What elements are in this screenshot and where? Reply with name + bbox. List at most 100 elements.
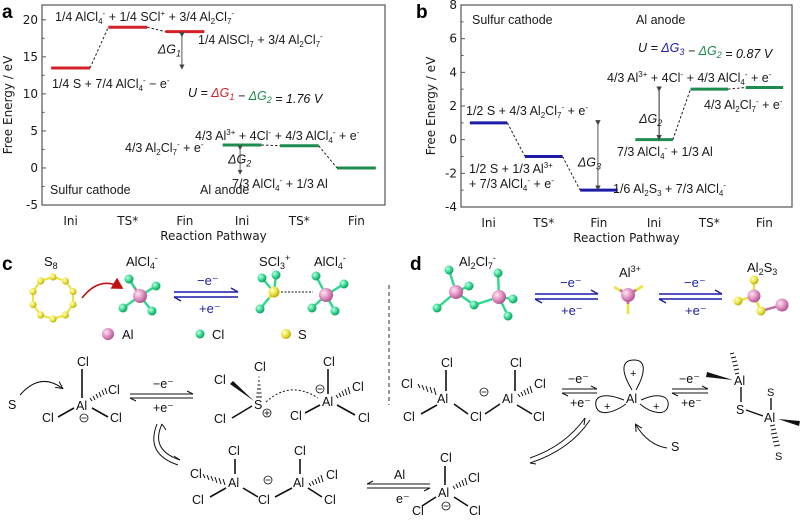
y-tick-label: 8: [449, 0, 457, 12]
s8-label: S8: [44, 254, 58, 271]
scheme-d-plus-e-1: +e⁻: [570, 396, 591, 410]
al2cl7-label: Al2Cl7-: [459, 253, 496, 271]
svg-text:Cl: Cl: [403, 410, 415, 424]
atom-legend: Al Cl S: [102, 327, 307, 342]
scheme-c-plus-e: +e⁻: [153, 401, 174, 415]
alcl4-label-2: AlCl4-: [314, 253, 346, 271]
legend-al-anode-a: Al anode: [200, 183, 249, 197]
svg-text:Al: Al: [734, 374, 745, 388]
panel-label-c: c: [2, 254, 13, 275]
svg-text:Cl: Cl: [533, 410, 545, 424]
svg-text:Cl: Cl: [401, 377, 413, 391]
legend-sulfur-cathode-a: Sulfur cathode: [50, 183, 131, 197]
svg-text:Cl: Cl: [190, 467, 202, 481]
x-tick-label: Ini: [647, 216, 661, 230]
svg-text:Cl: Cl: [214, 373, 226, 387]
y-tick-label: 2: [449, 99, 457, 113]
connector-dash: [147, 26, 166, 33]
connector-dash: [562, 156, 581, 191]
y-tick-label: -5: [26, 198, 38, 212]
x-tick-label: Fin: [176, 214, 193, 228]
svg-text:Cl: Cl: [441, 356, 453, 370]
svg-text:Cl: Cl: [534, 377, 546, 391]
connector-dash: [89, 27, 109, 69]
scheme-c-minus-e: −e⁻: [153, 377, 174, 391]
label-ts-anode-b: 4/3 Al3+ + 4Cl- + 4/3 AlCl4- + e-: [607, 70, 772, 87]
svg-text:Cl: Cl: [214, 412, 226, 426]
equilibrium-arrow-c: [173, 287, 239, 302]
svg-text:Cl: Cl: [228, 444, 240, 458]
svg-text:S: S: [775, 451, 782, 463]
scheme-d-minus-e-1: −e⁻: [568, 372, 589, 386]
svg-text:S: S: [254, 398, 262, 412]
al-reagent-label: Al: [394, 468, 405, 482]
x-axis-title: Reaction Pathway: [573, 231, 680, 245]
cl-legend-label: Cl: [212, 327, 224, 342]
label-ts-cathode-b-1: 1/2 S + 1/3 Al3+: [469, 161, 553, 176]
minus-e-label-d2: −e⁻: [684, 275, 706, 290]
label-fin-anode: 7/3 AlCl4- + 1/3 Al: [232, 176, 328, 193]
svg-text:Al: Al: [764, 411, 775, 425]
svg-text:Cl: Cl: [258, 493, 270, 507]
cl-legend-swatch: [195, 329, 205, 339]
svg-text:+: +: [630, 368, 636, 380]
alcl4-label: AlCl4-: [126, 253, 158, 271]
attack-arrow: [81, 277, 124, 299]
label-ts-cathode-b-2: + 7/3 AlCl4- + e-: [469, 176, 554, 193]
alcl4-molecule-2: [307, 271, 349, 316]
y-tick-label: 10: [23, 87, 38, 101]
x-tick-label: Ini: [481, 216, 495, 230]
plus-e-label-d2: +e⁻: [685, 303, 707, 318]
x-tick-label: TS*: [116, 214, 138, 228]
scheme-c: S Al Cl Cl Cl Cl −e⁻ +e⁻ S Cl Cl Cl Al C…: [8, 355, 481, 518]
x-tick-label: TS*: [288, 214, 310, 228]
x-tick-label: Fin: [348, 214, 365, 228]
plus-e-label-d1: +e⁻: [561, 303, 583, 318]
svg-text:Cl: Cl: [290, 409, 302, 423]
svg-text:Al: Al: [502, 392, 513, 406]
x-tick-label: Fin: [590, 216, 607, 230]
panel-label-a: a: [2, 2, 13, 23]
label-ini-cathode-b: 1/2 S + 4/3 Al2Cl7- + e-: [466, 103, 588, 120]
svg-text:Al: Al: [228, 476, 239, 490]
label-fin-cathode: 1/4 AlSCl7 + 3/4 Al2Cl7-: [198, 32, 323, 49]
s-atom: [69, 287, 77, 296]
svg-text:Cl: Cl: [192, 493, 204, 507]
connector-dash: [318, 145, 338, 169]
s-atom: [37, 311, 45, 319]
y-tick-label: 0: [449, 133, 457, 147]
x-tick-label: Ini: [63, 214, 77, 228]
svg-text:Cl: Cl: [294, 444, 306, 458]
label-ts-anode: 4/3 Al3+ + 4Cl- + 4/3 AlCl4- + e-: [195, 128, 360, 145]
equilibrium-arrow-d2: [658, 289, 723, 304]
s-atom: [29, 300, 37, 309]
svg-text:Al: Al: [293, 476, 304, 490]
y-tick-label: 4: [449, 65, 457, 79]
delta-g3-label: ΔG3: [577, 156, 601, 172]
delta-g1-label: ΔG1: [157, 42, 181, 58]
s-atom: [29, 287, 37, 296]
svg-text:S: S: [8, 398, 16, 412]
al2s3-label: Al2S3: [747, 260, 777, 277]
x-tick-label: Fin: [756, 216, 773, 230]
y-tick-label: 0: [30, 161, 38, 175]
svg-text:Cl: Cl: [108, 383, 120, 397]
plot-frame: [41, 4, 386, 206]
svg-text:Cl: Cl: [352, 380, 364, 394]
x-axis-title: Reaction Pathway: [160, 229, 267, 243]
scheme-d-plus-e-2: +e⁻: [681, 396, 702, 410]
connector-dash: [261, 144, 280, 147]
y-tick-label: 20: [23, 13, 38, 27]
svg-text:Cl: Cl: [110, 411, 122, 425]
equation-b: U = ΔG3 − ΔG2 = 0.87 V: [638, 41, 774, 61]
svg-text:Al: Al: [322, 395, 333, 409]
al3-model: [613, 284, 644, 314]
svg-text:Cl: Cl: [326, 468, 338, 482]
svg-text:Cl: Cl: [470, 410, 482, 424]
s-legend-swatch: [281, 329, 291, 339]
s8-molecule: [29, 273, 77, 323]
plus-e-label-c: +e⁻: [199, 301, 221, 316]
svg-text:Al: Al: [76, 399, 87, 413]
y-tick-label: -2: [445, 166, 457, 180]
